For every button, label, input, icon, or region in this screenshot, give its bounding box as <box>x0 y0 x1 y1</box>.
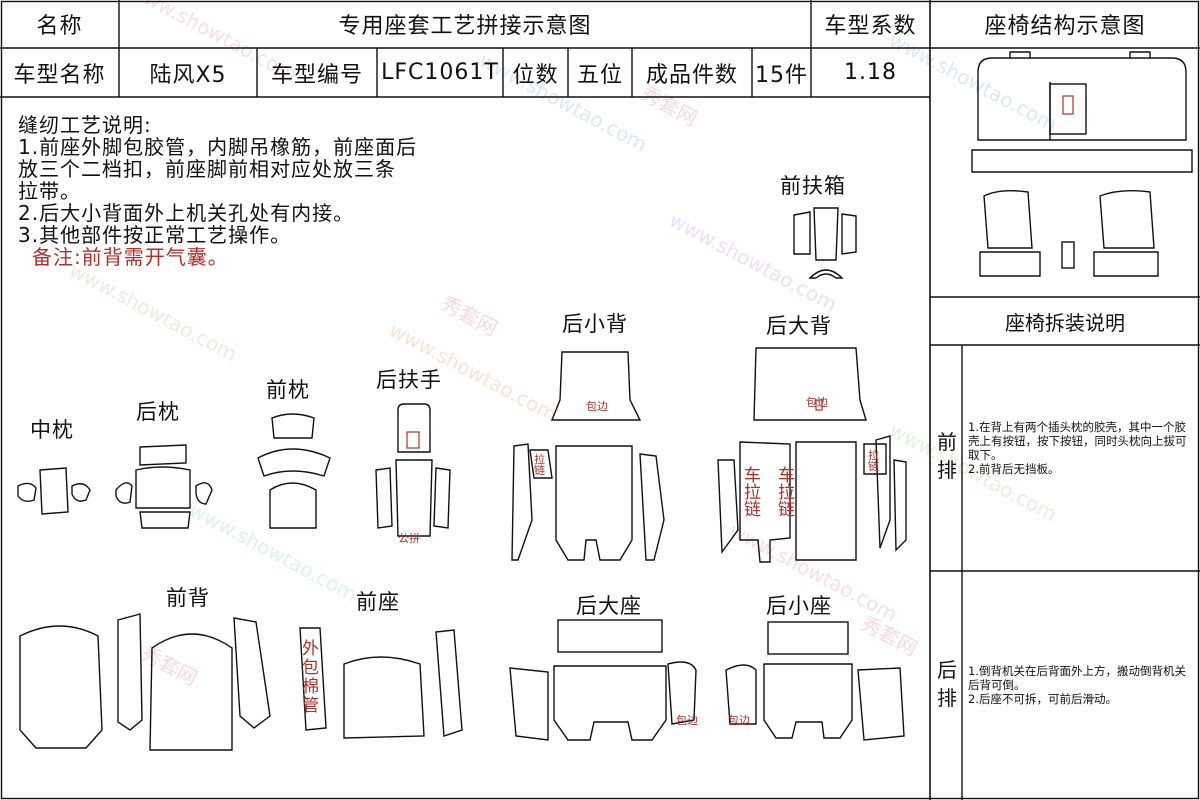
seat-structure-title: 座椅结构示意图 <box>984 14 1146 39</box>
coefficient-value: 1.18 <box>844 60 897 85</box>
sewing-note-line: 放三个二档扣，前座脚前相对应处放三条 <box>18 157 396 181</box>
model-code-label: 车型编号 <box>270 62 363 88</box>
part-label-rear-pillow: 后枕 <box>136 400 180 424</box>
mark-outer-hose: 外包棉管 <box>302 639 319 716</box>
name-label: 名称 <box>36 14 83 39</box>
model-name: 陆风X5 <box>149 62 227 88</box>
model-name-label: 车型名称 <box>13 62 106 88</box>
part-label-front-seat: 前座 <box>356 590 400 614</box>
part-label-front-pillow: 前枕 <box>266 378 310 402</box>
seat-count-label: 位数 <box>512 62 559 88</box>
mark-zipper-short: 拉链 <box>868 449 879 473</box>
rear-row-label: 后排 <box>937 658 957 710</box>
sewing-note-line: 1.前座外脚包胶管，内脚吊橡筋，前座面后 <box>18 135 418 159</box>
piece-count: 15件 <box>755 62 808 88</box>
front-row-notes: 1.在背上有两个插头枕的胶壳，其中一个胶壳上有按钮，按下按钮，同时头枕向上拔可取… <box>968 420 1190 476</box>
coefficient-label: 车型系数 <box>824 14 917 39</box>
part-label-middle-pillow: 中枕 <box>30 418 74 442</box>
part-label-rear-small-back: 后小背 <box>562 312 628 336</box>
sewing-notes: 缝纫工艺说明: 1.前座外脚包胶管，内脚吊橡筋，前座面后 放三个二档扣，前座脚前… <box>18 114 417 268</box>
sewing-remark: 备注:前背需开气囊。 <box>32 245 229 269</box>
part-label-rear-armrest: 后扶手 <box>376 368 442 392</box>
mark-hem-edge: 包边 <box>728 714 750 727</box>
part-label-front-armrest-box: 前扶箱 <box>780 174 846 198</box>
mark-hem-edge: 包边 <box>806 396 828 409</box>
front-row-note: 2.前背后无挡板。 <box>968 462 1060 476</box>
mark-hem-edge: 包边 <box>676 714 698 727</box>
mark-public-hem: 公拼 <box>398 532 420 545</box>
mark-zipper-short: 拉链 <box>534 453 545 477</box>
part-label-rear-large-back: 后大背 <box>766 314 832 338</box>
rear-row-notes: 1.倒背机关在后背面外上方，搬动倒背机关后背可倒。 2.后座不可拆，可前后滑动。 <box>968 664 1190 706</box>
part-label-rear-small-seat: 后小座 <box>766 594 832 618</box>
model-code: LFC1061T <box>381 60 499 85</box>
rear-row-note: 2.后座不可拆，可前后滑动。 <box>968 692 1117 706</box>
sewing-note-line: 拉带。 <box>18 179 81 203</box>
mark-zipper: 车拉链 <box>744 466 761 520</box>
sewing-note-line: 2.后大小背面外上机关孔处有内接。 <box>18 201 355 225</box>
mark-zipper: 车拉链 <box>778 466 795 520</box>
disassembly-title: 座椅拆装说明 <box>1005 310 1125 335</box>
sewing-note-line: 3.其他部件按正常工艺操作。 <box>18 223 292 247</box>
sewing-notes-heading: 缝纫工艺说明: <box>18 113 152 137</box>
front-row-note: 1.在背上有两个插头枕的胶壳，其中一个胶壳上有按钮，按下按钮，同时头枕向上拔可取… <box>968 420 1187 462</box>
mark-hem-edge: 包边 <box>586 400 608 413</box>
part-label-front-back: 前背 <box>166 586 210 610</box>
part-label-rear-large-seat: 后大座 <box>576 594 642 618</box>
seat-count: 五位 <box>576 62 623 88</box>
diagram-title: 专用座套工艺拼接示意图 <box>338 14 592 39</box>
rear-row-note: 1.倒背机关在后背面外上方，搬动倒背机关后背可倒。 <box>968 664 1186 692</box>
piece-count-label: 成品件数 <box>645 62 738 88</box>
front-row-label: 前排 <box>937 430 957 482</box>
